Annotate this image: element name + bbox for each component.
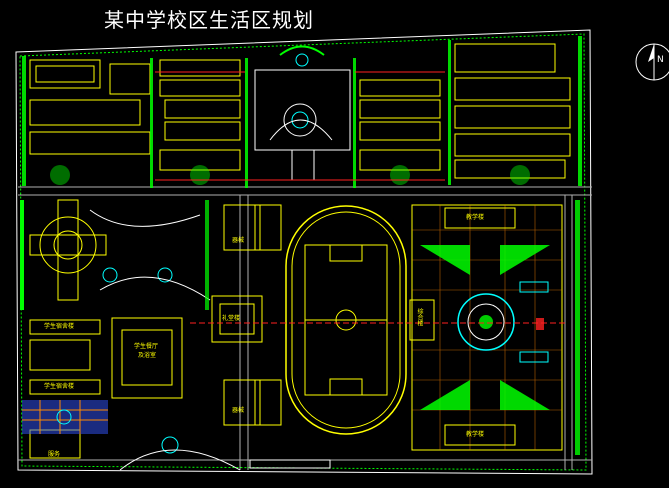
label-dorm-b: 学生宿舍楼 (44, 383, 75, 390)
site-boundary-inner (19, 33, 587, 471)
label-gym-bottom: 器械 (232, 407, 245, 414)
red-paths-north (155, 71, 445, 181)
label-canteen: 学生餐厅 (134, 343, 159, 350)
dorm-complex-north (29, 43, 571, 179)
label-lab-top: 教学楼 (466, 214, 485, 221)
auditorium-block (211, 204, 282, 426)
east-hedge (575, 200, 580, 455)
label-dorm-a: 学生宿舍楼 (44, 323, 75, 330)
north-arrow-letter: N (657, 55, 664, 65)
label-hall-side: 综合楼 (416, 308, 423, 326)
page-title: 某中学校区生活区规划 (104, 8, 314, 32)
hedges-north (22, 36, 582, 188)
west-blue-plot (22, 400, 108, 434)
west-dorms (29, 317, 183, 459)
label-lab-bottom: 教学楼 (466, 431, 485, 438)
teaching-complex (409, 204, 563, 451)
central-plaza (254, 45, 351, 181)
label-canteen-sub: 及浴室 (138, 352, 157, 359)
label-gym-top: 器械 (232, 237, 245, 244)
north-arrow-icon (635, 43, 669, 81)
label-auditorium: 礼堂楼 (222, 315, 241, 322)
south-entrance (119, 436, 331, 471)
west-garden (20, 199, 211, 310)
site-boundary (15, 29, 593, 475)
running-track (285, 205, 407, 435)
label-service: 服务 (48, 451, 61, 458)
